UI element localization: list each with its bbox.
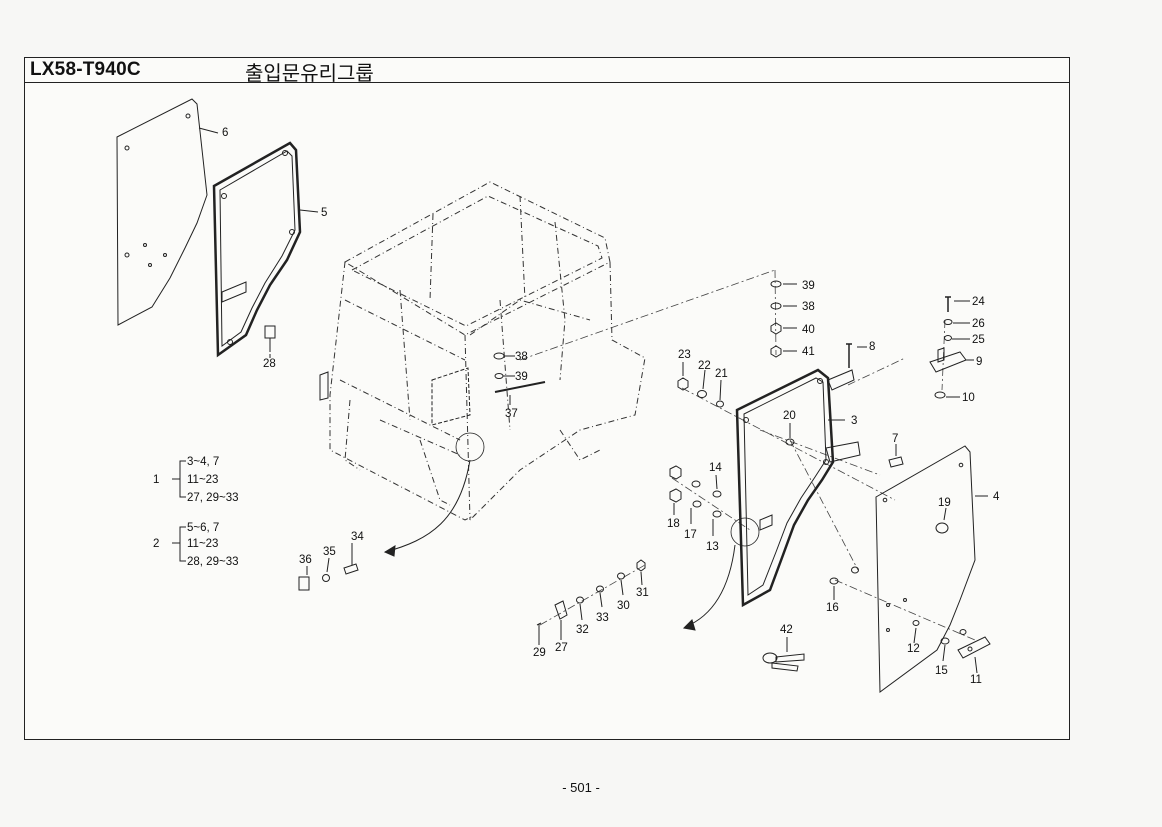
callout-35: 35 [323, 546, 336, 558]
callout-38a: 38 [515, 351, 528, 363]
callout-17: 17 [684, 529, 697, 541]
callout-31: 31 [636, 587, 649, 599]
callout-4: 4 [993, 491, 1000, 503]
legend-bracket-1 [172, 460, 186, 498]
legend-group-2-line-2: 11~23 [187, 538, 218, 550]
part-36-plate [298, 576, 310, 591]
callout-9: 9 [976, 356, 982, 368]
part-9-hinge [929, 351, 967, 373]
callout-39a: 39 [515, 371, 528, 383]
legend-group-2-number: 2 [153, 538, 159, 550]
callout-23: 23 [678, 349, 691, 361]
callout-18: 18 [667, 518, 680, 530]
door-frame-3 [735, 368, 835, 608]
callout-5: 5 [321, 207, 327, 219]
callout-27: 27 [555, 642, 568, 654]
callout-40: 40 [802, 324, 815, 336]
callout-15: 15 [935, 665, 948, 677]
page-number: - 501 - [562, 780, 600, 795]
callout-25: 25 [972, 334, 985, 346]
callout-36: 36 [299, 554, 312, 566]
group-title: 출입문유리그룹 [245, 61, 374, 85]
callout-37: 37 [505, 408, 518, 420]
door-frame-5 [212, 141, 302, 358]
part-11-latch [957, 636, 991, 659]
part-37-rod [494, 381, 546, 393]
callout-19: 19 [938, 497, 951, 509]
callout-10: 10 [962, 392, 975, 404]
callout-8: 8 [869, 341, 875, 353]
callout-32: 32 [576, 624, 589, 636]
callout-39b: 39 [802, 280, 815, 292]
part-42-keys [762, 637, 805, 672]
part-28-clip [264, 325, 276, 339]
callout-33: 33 [596, 612, 609, 624]
part-27-bracket [554, 600, 568, 620]
glass-panel-4 [875, 445, 976, 693]
callout-29: 29 [533, 647, 546, 659]
callout-34: 34 [351, 531, 364, 543]
callout-12: 12 [907, 643, 920, 655]
callout-24: 24 [972, 296, 985, 308]
callout-42: 42 [780, 624, 793, 636]
callout-11: 11 [970, 674, 982, 686]
callout-16: 16 [826, 602, 839, 614]
callout-26: 26 [972, 318, 985, 330]
callout-28: 28 [263, 358, 276, 370]
callout-41: 41 [802, 346, 815, 358]
callout-6: 6 [222, 127, 228, 139]
part-8-bolt [846, 343, 852, 368]
callout-13: 13 [706, 541, 719, 553]
legend-group-1-line-1: 3~4, 7 [187, 456, 219, 468]
sheet-header: LX58-T940C 출입문유리그룹 [25, 58, 1069, 85]
legend-group-1-number: 1 [153, 474, 159, 486]
model-code: LX58-T940C [30, 59, 141, 80]
callout-21: 21 [715, 368, 728, 380]
legend-bracket-2 [172, 526, 186, 562]
callout-14: 14 [709, 462, 722, 474]
legend-group-1-line-3: 27, 29~33 [187, 492, 238, 504]
part-7-block [888, 456, 904, 468]
legend-group-2-line-1: 5~6, 7 [187, 522, 219, 534]
glass-panel-6 [116, 98, 208, 326]
legend-group-2-line-3: 28, 29~33 [187, 556, 238, 568]
callout-38b: 38 [802, 301, 815, 313]
callout-30: 30 [617, 600, 630, 612]
callout-7: 7 [892, 433, 898, 445]
callout-22: 22 [698, 360, 711, 372]
callout-3: 3 [851, 415, 857, 427]
legend-group-1-line-2: 11~23 [187, 474, 218, 486]
parts-sheet: LX58-T940C 출입문유리그룹 [24, 57, 1070, 740]
callout-20: 20 [783, 410, 796, 422]
